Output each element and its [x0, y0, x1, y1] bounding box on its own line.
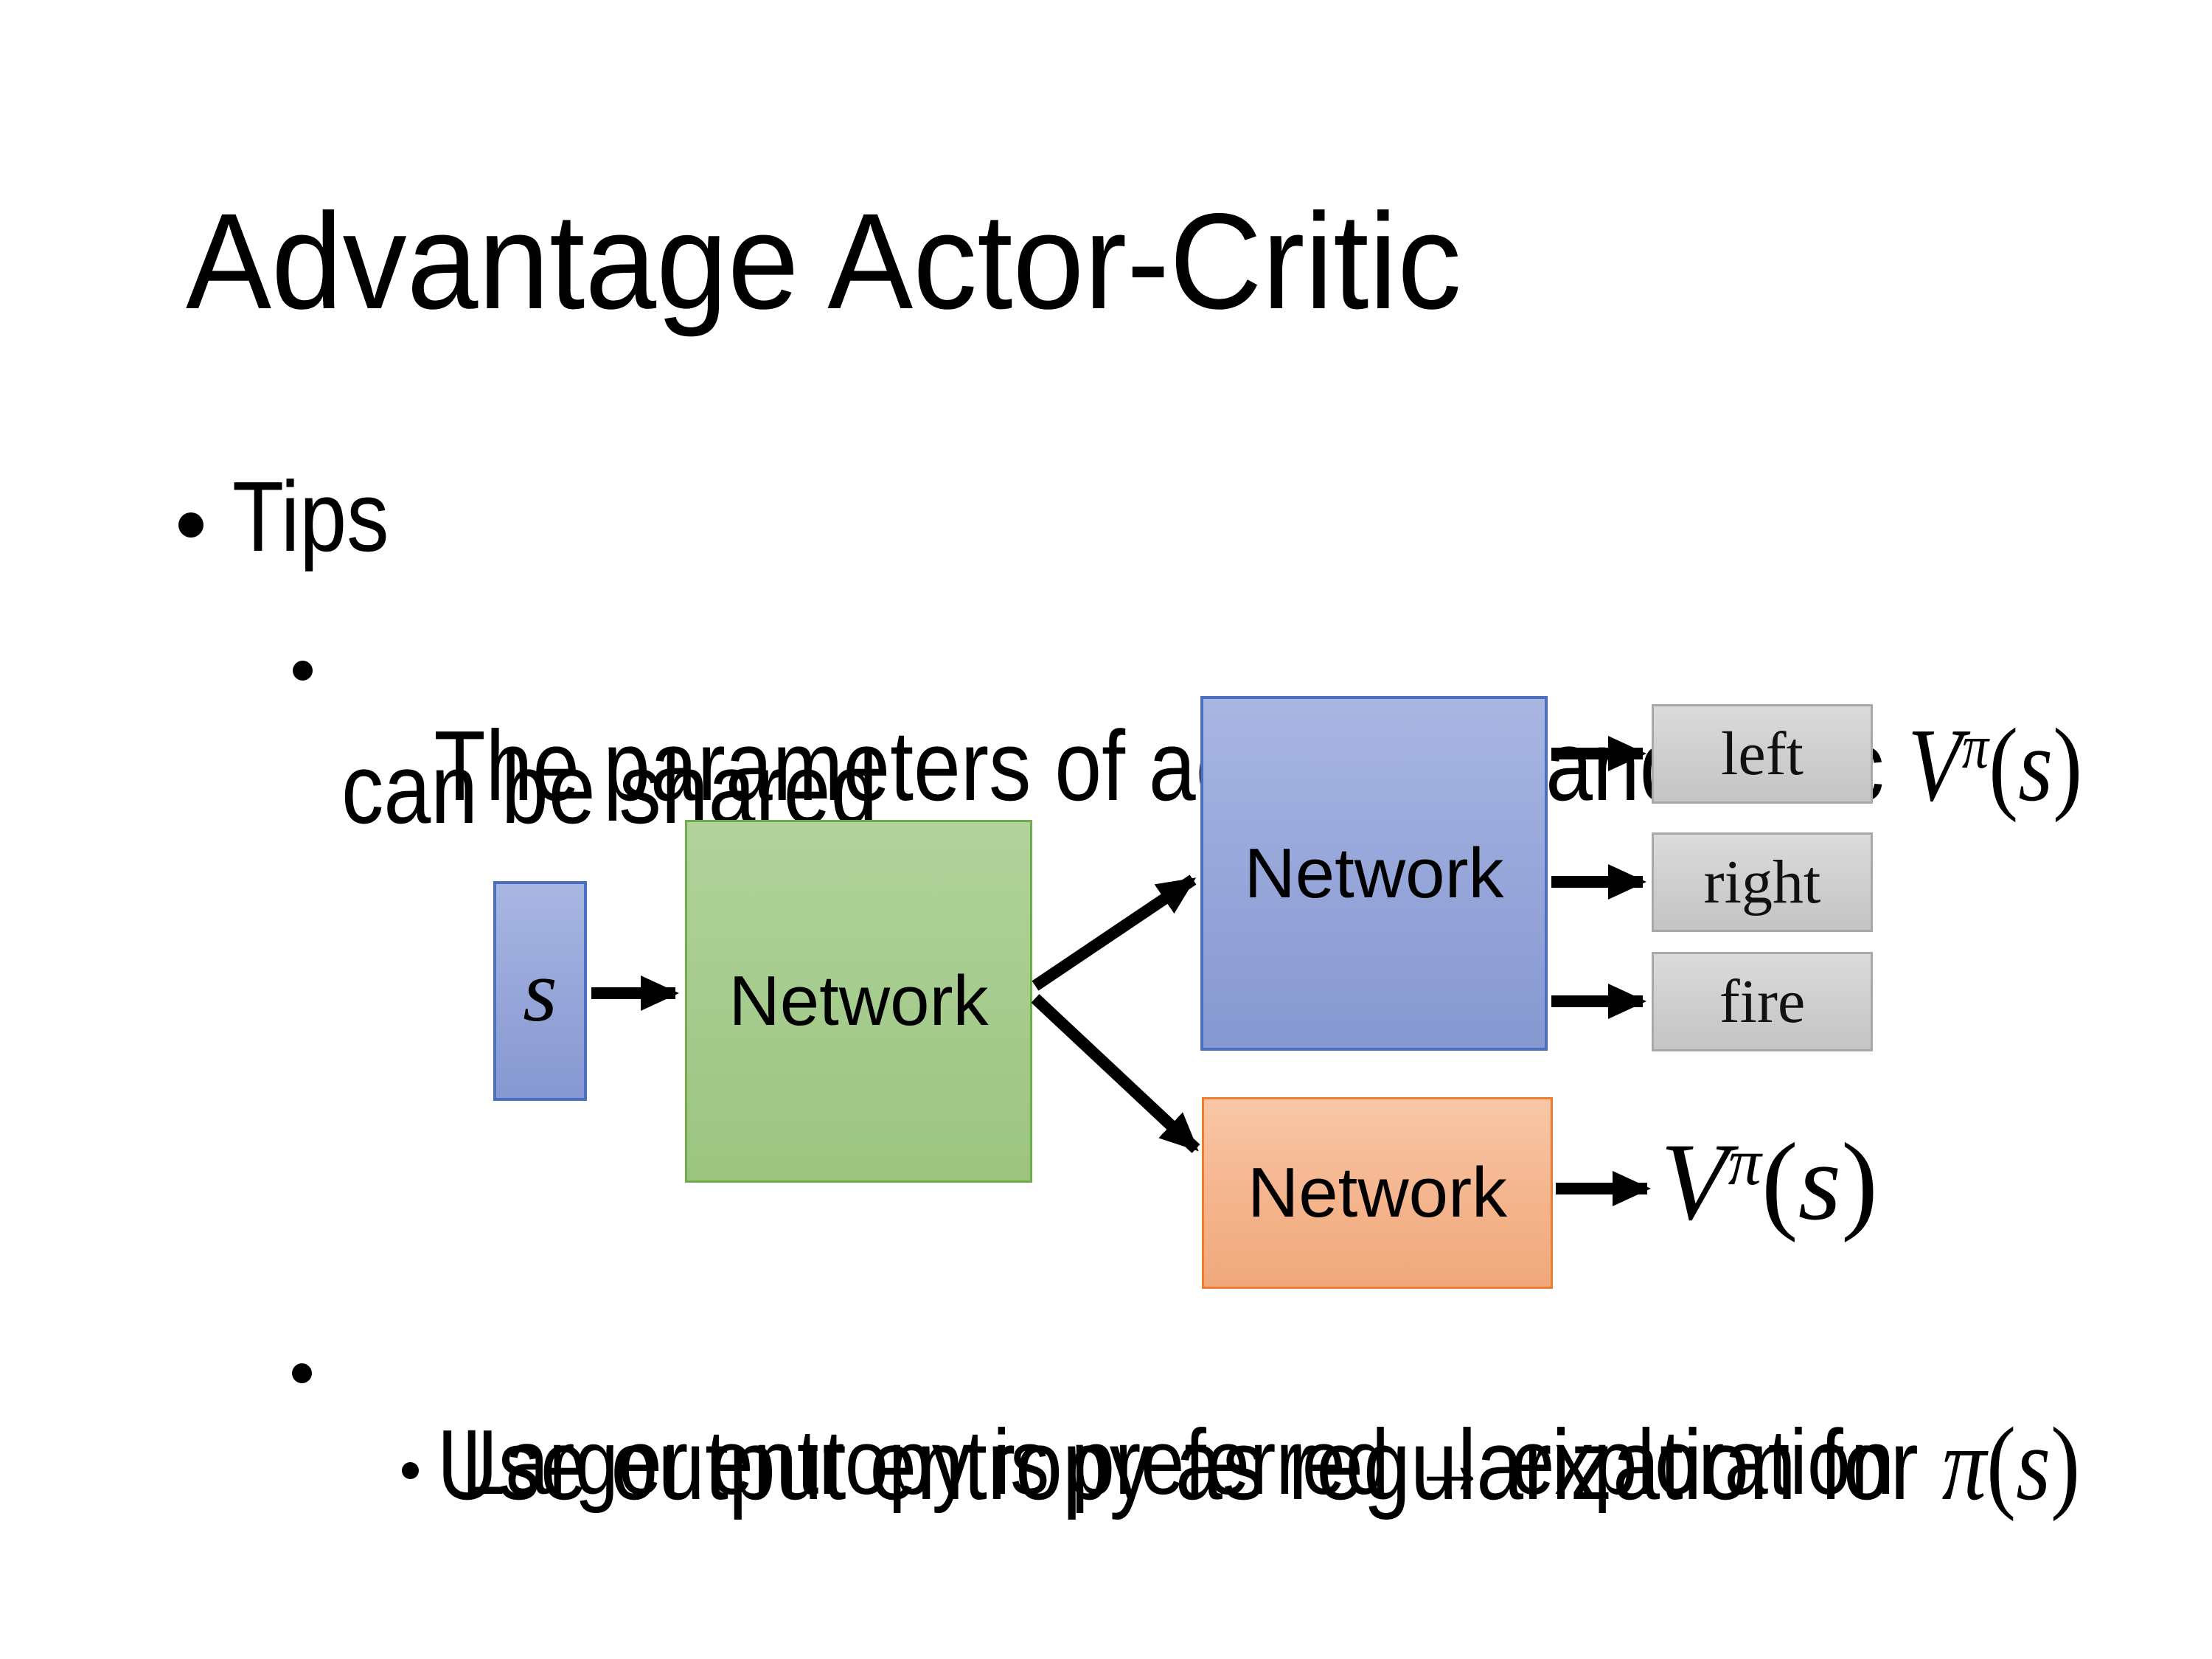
- bullet-entropy-regularization: Use output entropy as regularization for…: [343, 1312, 2081, 1616]
- state-input-label: s: [523, 942, 557, 1040]
- action-fire-label: fire: [1719, 967, 1806, 1036]
- action-right-box: right: [1652, 832, 1873, 932]
- actor-network-box: Network: [1200, 696, 1548, 1051]
- action-right-label: right: [1703, 847, 1821, 917]
- action-fire-box: fire: [1652, 952, 1873, 1051]
- actor-network-label: Network: [1244, 833, 1504, 913]
- arrow-shared-to-actor: [1032, 874, 1197, 991]
- arrow-shared-to-critic: [1031, 994, 1200, 1153]
- shared-network-box: Network: [685, 820, 1032, 1183]
- bullet-icon: [178, 512, 204, 538]
- critic-network-label: Network: [1247, 1153, 1508, 1232]
- action-left-box: left: [1652, 704, 1873, 804]
- bullet-larger-entropy: Larger entropy is preferred → exploratio…: [462, 1411, 1895, 1514]
- action-left-label: left: [1721, 719, 1804, 788]
- shared-network-label: Network: [728, 961, 989, 1040]
- math-v-pi-s: Vπ(s): [1907, 707, 2083, 823]
- bullet-tips: Tips: [232, 461, 389, 572]
- bullet-icon: [293, 661, 313, 681]
- state-input-box: s: [493, 881, 587, 1101]
- page-title: Advantage Actor-Critic: [186, 186, 1462, 338]
- bullet-text: Use output entropy as regularization for: [437, 1409, 1942, 1520]
- critic-value-output: Vπ(s): [1660, 1121, 1879, 1243]
- critic-network-box: Network: [1202, 1097, 1553, 1289]
- bullet-icon: [292, 1363, 312, 1383]
- math-pi-s: π(s): [1941, 1406, 2081, 1522]
- bullet-icon: [402, 1462, 419, 1479]
